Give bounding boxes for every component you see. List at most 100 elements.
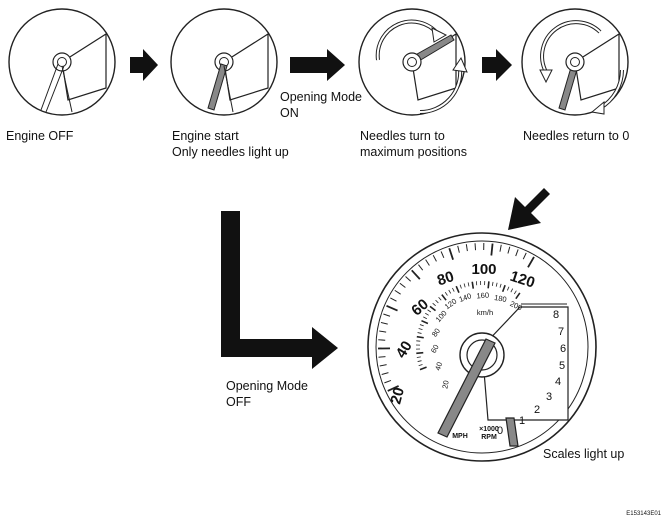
step-4-caption-line-1: Needles return to 0: [523, 129, 629, 143]
mph-tick-22: [465, 244, 468, 252]
kmh-tick-21: [444, 291, 448, 296]
kmh-tick-15: [427, 309, 432, 313]
gauge-needles-max: [358, 8, 468, 116]
kmh-tick-17: [432, 302, 436, 307]
step-2-caption-line-2: Only needles light up: [172, 145, 289, 159]
kmh-label-180: 180: [493, 293, 507, 304]
kmh-tick-35: [499, 283, 502, 288]
mph-tick-20: [448, 247, 454, 260]
opening-mode-on-line-2: ON: [280, 106, 299, 120]
kmh-tick-26: [463, 283, 466, 288]
kmh-tick-0: [419, 366, 427, 371]
kmh-unit-label: km/h: [477, 308, 493, 317]
kmh-tick-14: [425, 312, 429, 316]
mph-tick-26: [499, 244, 502, 252]
kmh-tick-28: [471, 281, 475, 289]
kmh-tick-12: [421, 319, 429, 325]
kmh-tick-27: [467, 282, 470, 287]
mph-tick-17: [425, 259, 430, 266]
kmh-tick-18: [435, 299, 439, 304]
tach-label-5: 5: [559, 360, 565, 372]
mph-tick-9: [383, 313, 391, 317]
kmh-label-60: 60: [429, 343, 441, 355]
mph-tick-18: [432, 254, 437, 262]
mph-tick-8: [380, 321, 388, 325]
mph-label-100: 100: [471, 261, 496, 278]
final-gauge-caption: Scales light up: [543, 447, 624, 461]
mph-tick-21: [457, 245, 460, 253]
opening-mode-on-line-1: Opening Mode: [280, 90, 362, 104]
tach-label-4: 4: [555, 376, 561, 388]
kmh-tick-20: [441, 294, 447, 301]
kmh-tick-23: [452, 287, 455, 292]
kmh-tick-2: [417, 360, 422, 362]
kmh-tick-8: [416, 335, 424, 339]
mph-tick-7: [379, 330, 387, 333]
opening-mode-off-line-2: OFF: [226, 395, 251, 409]
tach-label-7: 7: [558, 326, 564, 338]
kmh-tick-40: [515, 292, 521, 300]
final-gauge: [367, 232, 597, 462]
kmh-tick-37: [506, 286, 510, 291]
opening-mode-off-line-1: Opening Mode: [226, 379, 308, 393]
mph-tick-1: [384, 379, 392, 384]
kmh-tick-4: [416, 351, 424, 355]
step-1-caption-line-1: Engine OFF: [6, 129, 74, 143]
figure-code: E153143E01: [626, 511, 661, 517]
kmh-label-40: 40: [433, 361, 444, 372]
mph-tick-3: [379, 364, 387, 367]
kmh-label-140: 140: [458, 291, 473, 304]
step-3-caption-line-1: Needles turn to: [360, 129, 445, 143]
kmh-tick-11: [419, 324, 424, 327]
kmh-tick-22: [448, 289, 452, 294]
kmh-tick-16: [429, 305, 436, 312]
mph-tick-13: [399, 282, 406, 288]
mph-tick-14: [405, 276, 412, 282]
flow-arrow-right-3: [482, 49, 512, 81]
kmh-label-160: 160: [476, 290, 489, 300]
tach-label-0: 0: [497, 425, 503, 437]
flow-arrow-right-1: [130, 49, 158, 81]
kmh-tick-9: [417, 332, 422, 334]
kmh-label-80: 80: [430, 327, 442, 339]
mph-label-120: 120: [508, 268, 537, 292]
mph-tick-0: [387, 385, 400, 392]
mph-tick-12: [394, 289, 401, 295]
gauge-needles-zero: [521, 8, 629, 116]
mph-tick-19: [440, 251, 445, 259]
kmh-tick-34: [495, 282, 498, 287]
kmh-tick-32: [487, 281, 490, 289]
kmh-tick-33: [491, 281, 494, 286]
mph-label-20: 20: [387, 386, 408, 407]
mph-tick-4: [378, 356, 386, 358]
tach-label-2: 2: [534, 404, 540, 416]
mph-label-80: 80: [435, 268, 456, 289]
tach-label-8: 8: [553, 309, 559, 321]
tach-label-1: 1: [519, 415, 525, 427]
mph-tick-29: [522, 252, 527, 260]
rpm-unit-label: RPM: [481, 434, 497, 441]
flow-arrow-l-shape: [221, 211, 338, 369]
kmh-tick-1: [418, 364, 423, 366]
tach-label-3: 3: [546, 391, 552, 403]
tach-label-6: 6: [560, 343, 566, 355]
mph-tick-25: [490, 243, 494, 256]
mph-label-40: 40: [393, 338, 416, 361]
mph-tick-15: [411, 269, 421, 280]
mph-tick-2: [381, 372, 389, 375]
kmh-label-20: 20: [440, 380, 450, 390]
flow-arrow-down-left: [508, 180, 550, 230]
kmh-tick-24: [455, 285, 460, 294]
step-2-caption-line-1: Engine start: [172, 129, 239, 143]
gauge-engine-start: [170, 8, 278, 116]
mph-tick-28: [515, 249, 519, 257]
mph-unit-label: MPH: [452, 433, 468, 440]
kmh-tick-10: [418, 328, 423, 331]
mph-tick-16: [418, 264, 424, 271]
kmh-tick-13: [423, 316, 428, 320]
kmh-tick-38: [510, 288, 514, 293]
flow-arrow-right-2: [290, 49, 345, 81]
mph-tick-10: [386, 304, 398, 312]
kmh-tick-39: [513, 290, 517, 295]
